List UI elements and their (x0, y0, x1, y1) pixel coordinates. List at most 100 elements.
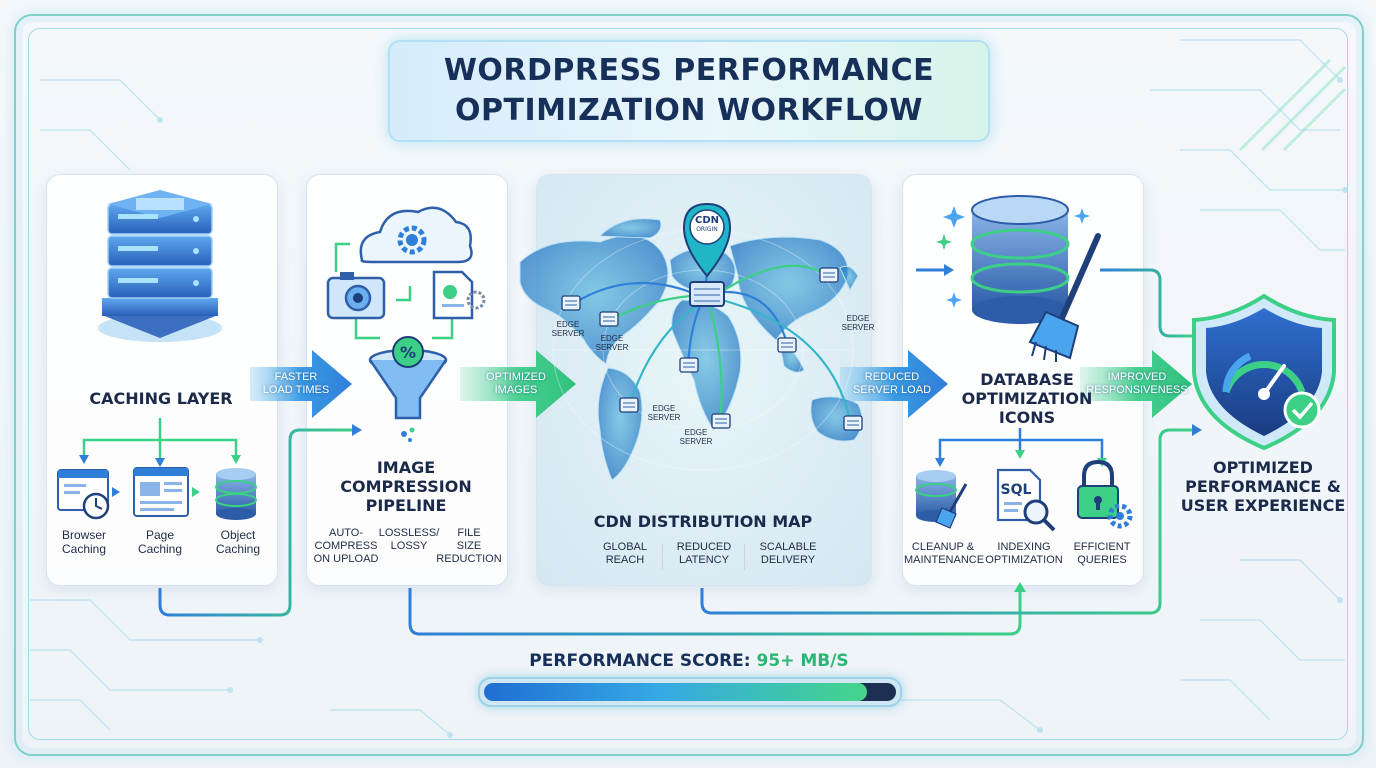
database-input-arrow (916, 264, 954, 276)
cdn-origin-label: CDN ORIGIN (688, 215, 726, 234)
cleanup-db-icon (915, 470, 968, 529)
lossless-lossy-label: LOSSLESS/ LOSSY (374, 527, 444, 553)
funnel-percent-label: % (400, 343, 416, 362)
arrow-2-line-1: OPTIMIZED (486, 371, 546, 383)
browser-clock-icon (57, 469, 110, 520)
object-caching-line-1: Object (220, 528, 256, 542)
sql-label: SQL (1001, 482, 1032, 498)
image-heading-line-2: COMPRESSION (340, 477, 472, 496)
large-database-icon (970, 195, 1070, 324)
cleanup-maintenance-label: CLEANUP & MAINTENANCE (904, 541, 985, 567)
cleanup-line-1: CLEANUP & (911, 541, 975, 553)
efficient-queries-line-1: EFFICIENT (1073, 541, 1131, 553)
result-line-2: PERFORMANCE & (1185, 477, 1341, 496)
browser-caching-line-1: Browser (61, 528, 106, 542)
file-size-line-3: REDUCTION (436, 553, 502, 565)
edge-2-line-1: EDGE (600, 334, 624, 343)
cdn-separator-2 (744, 544, 745, 570)
scalable-delivery-line-1: SCALABLE (759, 541, 817, 553)
edge-3-line-1: EDGE (652, 404, 676, 413)
reduced-latency-label: REDUCED LATENCY (668, 541, 740, 567)
progress-fill (484, 683, 867, 701)
global-reach-label: GLOBAL REACH (590, 541, 660, 567)
sql-magnifier-icon: SQL (996, 468, 1056, 532)
title-banner: WORDPRESS PERFORMANCE OPTIMIZATION WORKF… (388, 40, 990, 142)
database-icon (215, 468, 257, 520)
arrow-3-line-2: SERVER LOAD (852, 384, 932, 396)
database-heading-line-1: DATABASE (980, 370, 1074, 389)
edge-1-line-1: EDGE (556, 320, 580, 329)
connector-lines (158, 268, 1196, 636)
outer-frame (14, 14, 1364, 756)
browser-caching-line-2: Caching (61, 542, 107, 556)
page-caching-line-1: Page (145, 528, 175, 542)
lock-gear-icon (1077, 459, 1133, 529)
cdn-origin-pin-icon (682, 202, 732, 278)
inner-frame (28, 28, 1348, 740)
database-heading: DATABASE OPTIMIZATION ICONS (942, 370, 1112, 427)
result-line-3: USER EXPERIENCE (1180, 496, 1346, 515)
auto-compress-label: AUTO- COMPRESS ON UPLOAD (308, 527, 384, 566)
global-reach-line-2: REACH (605, 554, 645, 566)
arrow-label-4: IMPROVED RESPONSIVENESS (1082, 371, 1192, 397)
indexing-line-2: OPTIMIZATION (985, 554, 1063, 566)
edge-server-nodes (561, 267, 863, 431)
edge-4-line-1: EDGE (684, 428, 708, 437)
cdn-origin-line-1: CDN (694, 215, 719, 226)
db-branch-lines (938, 428, 1104, 460)
global-reach-line-1: GLOBAL (602, 541, 648, 553)
camera-icon (326, 272, 386, 320)
image-heading-line-3: PIPELINE (365, 496, 447, 515)
lossless-line-1: LOSSLESS/ (378, 527, 440, 539)
page-caching-label: Page Caching (124, 528, 196, 556)
lossless-line-2: LOSSY (390, 540, 428, 552)
auto-compress-line-2: COMPRESS (314, 540, 378, 552)
arrow-4-line-2: RESPONSIVENESS (1086, 384, 1188, 396)
page-caching-line-2: Caching (137, 542, 183, 556)
reduced-latency-line-2: LATENCY (679, 554, 729, 566)
efficient-queries-label: EFFICIENT QUERIES (1066, 541, 1138, 567)
flow-arrow-1 (250, 350, 352, 418)
funnel-icon: % (368, 336, 448, 442)
result-line-1: OPTIMIZED (1213, 458, 1313, 477)
arrow-label-1: FASTER LOAD TIMES (246, 371, 346, 397)
edge-3-line-2: SERVER (647, 413, 681, 422)
title-line-1: WORDPRESS PERFORMANCE (443, 53, 935, 88)
arrow-1-line-2: LOAD TIMES (262, 384, 330, 396)
result-heading: OPTIMIZED PERFORMANCE & USER EXPERIENCE (1170, 458, 1356, 515)
arrow-4-line-1: IMPROVED (1107, 371, 1167, 383)
database-heading-line-2: OPTIMIZATION (961, 389, 1093, 408)
performance-progress-bar (478, 677, 902, 707)
score-value: 95+ MB/S (756, 651, 849, 671)
cdn-origin-line-2: ORIGIN (696, 226, 718, 233)
flow-arrow-2 (460, 350, 576, 418)
auto-compress-line-3: ON UPLOAD (313, 553, 379, 565)
progress-track-end (859, 683, 896, 701)
arrow-label-3: REDUCED SERVER LOAD (842, 371, 942, 397)
broom-icon (1028, 233, 1101, 362)
edge-2-line-2: SERVER (595, 343, 629, 352)
edge-5-line-1: EDGE (846, 314, 870, 323)
caching-branch-lines (82, 418, 238, 458)
caching-heading: CACHING LAYER (89, 389, 233, 408)
file-size-line-1: FILE (457, 527, 481, 539)
cdn-heading: CDN DISTRIBUTION MAP (593, 512, 813, 531)
indexing-line-1: INDEXING (997, 541, 1051, 553)
document-icon (432, 270, 486, 320)
edge-4-line-2: SERVER (679, 437, 713, 446)
arrow-1-line-1: FASTER (274, 371, 318, 383)
flow-arrow-3 (840, 350, 948, 418)
edge-server-lines (565, 272, 859, 426)
auto-compress-line-1: AUTO- (328, 527, 364, 539)
cleanup-line-2: MAINTENANCE (904, 554, 985, 566)
performance-score: PERFORMANCE SCORE: 95+ MB/S (478, 651, 900, 671)
object-caching-label: Object Caching (200, 528, 276, 556)
flow-arrow-4 (1080, 350, 1192, 418)
browser-caching-label: Browser Caching (48, 528, 120, 556)
